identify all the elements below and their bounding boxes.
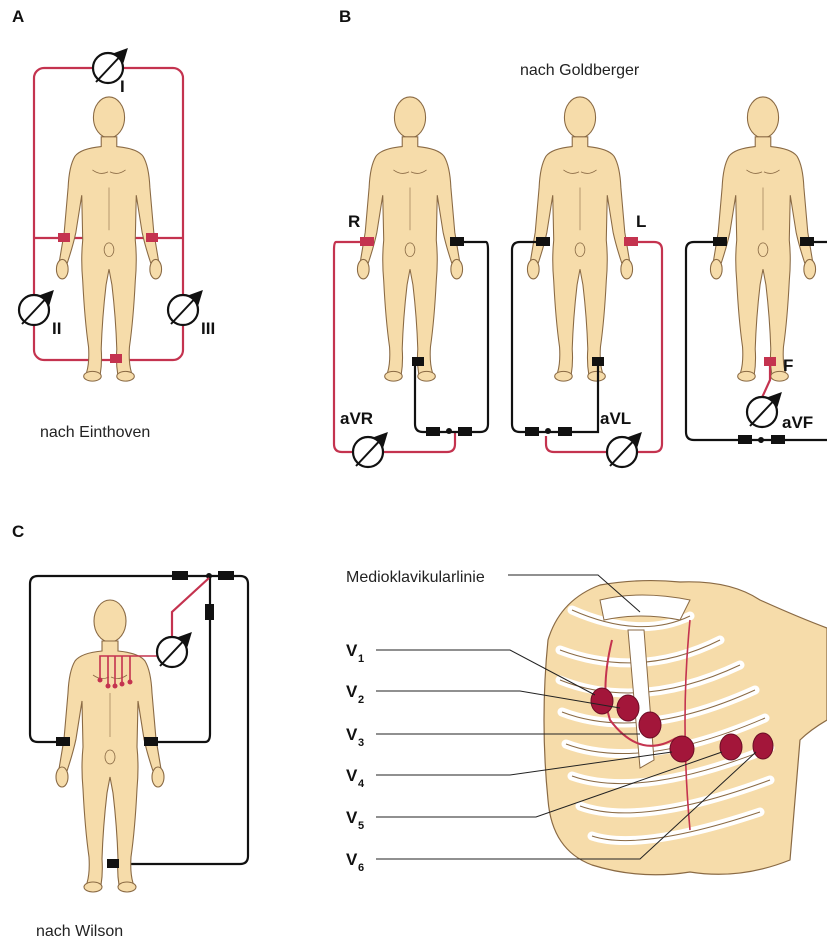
avr-resistor-2: [458, 427, 472, 436]
panel-c: C nach Wilson: [12, 522, 827, 939]
avr-electrode-r: [360, 237, 374, 246]
electrode-v2: [617, 695, 639, 721]
avf-resistor-1: [738, 435, 752, 444]
v1-sub: 1: [358, 653, 364, 665]
wilson-red-wire-upper: [172, 578, 209, 640]
v4-label: V 4: [346, 766, 365, 790]
electrode-f-label: F: [783, 356, 793, 375]
electrode-v6: [753, 733, 773, 759]
v5-label: V 5: [346, 808, 364, 832]
avr-resistor-1: [426, 427, 440, 436]
avf-junction: [758, 437, 764, 443]
wilson-electrode-r: [56, 737, 70, 746]
avf-electrode-l: [800, 237, 814, 246]
electrode-l-label: L: [636, 212, 646, 231]
galvanometer-avl: [607, 434, 640, 467]
lead-i-label: I: [120, 77, 125, 96]
wilson-chest-dot-3: [113, 684, 118, 689]
v3-main: V: [346, 725, 358, 744]
wilson-chest-dot-2: [106, 684, 111, 689]
v1-label: V 1: [346, 641, 364, 665]
v6-main: V: [346, 850, 358, 869]
electrode-v1: [591, 688, 613, 714]
v2-main: V: [346, 682, 358, 701]
avf-electrode-f: [764, 357, 776, 366]
v6-sub: 6: [358, 862, 364, 874]
galvanometer-avr: [353, 434, 386, 467]
v1-main: V: [346, 641, 358, 660]
title-goldberger: nach Goldberger: [520, 62, 640, 79]
v3-label: V 3: [346, 725, 364, 749]
v6-label: V 6: [346, 850, 364, 874]
electrode-v5: [720, 734, 742, 760]
avf-resistor-2: [771, 435, 785, 444]
electrode-r-label: R: [348, 212, 360, 231]
wilson-outer-wire: [30, 576, 248, 864]
wilson-resistor-vertical: [205, 604, 214, 620]
caption-wilson: nach Wilson: [36, 923, 123, 939]
wilson-electrode-l: [144, 737, 158, 746]
thorax-illustration: [544, 581, 827, 875]
lead-avr-label: aVR: [340, 409, 373, 428]
lead-iii-label: III: [201, 319, 215, 338]
panel-a: A I II III nach Einthoven: [12, 7, 215, 441]
avl-resistor-1: [525, 427, 539, 436]
avl-electrode-f: [592, 357, 604, 366]
wilson-chest-dot-4: [120, 682, 125, 687]
v5-main: V: [346, 808, 358, 827]
galvanometer-lead-ii: [19, 292, 52, 325]
electrode-v3: [639, 712, 661, 738]
v4-sub: 4: [358, 778, 365, 790]
wilson-chest-dot-5: [128, 680, 133, 685]
lead-ii-label: II: [52, 319, 61, 338]
v2-sub: 2: [358, 694, 364, 706]
avl-junction: [545, 428, 551, 434]
galvanometer-wilson: [157, 634, 190, 667]
avr-junction: [446, 428, 452, 434]
v2-label: V 2: [346, 682, 364, 706]
v5-sub: 5: [358, 820, 364, 832]
wilson-resistor-top-2: [218, 571, 234, 580]
avr-electrode-f: [412, 357, 424, 366]
electrode-left-leg: [110, 354, 122, 363]
panel-c-letter: C: [12, 522, 24, 541]
panel-b: B nach Goldberger R aVR L aVL: [334, 7, 827, 467]
panel-a-letter: A: [12, 7, 24, 26]
avl-electrode-r: [536, 237, 550, 246]
v3-sub: 3: [358, 737, 364, 749]
avr-electrode-l: [450, 237, 464, 246]
wilson-electrode-f: [107, 859, 119, 868]
galvanometer-avf: [747, 394, 780, 427]
avl-resistor-2: [558, 427, 572, 436]
galvanometer-lead-iii: [168, 292, 201, 325]
electrode-right-arm: [58, 233, 70, 242]
lead-avl-label: aVL: [600, 409, 631, 428]
panel-b-letter: B: [339, 7, 351, 26]
wilson-chest-dot-1: [98, 678, 103, 683]
mcl-label: Medioklavikularlinie: [346, 569, 485, 586]
v4-main: V: [346, 766, 358, 785]
caption-einthoven: nach Einthoven: [40, 424, 150, 441]
body-figure-a: [56, 97, 161, 381]
electrode-left-arm: [146, 233, 158, 242]
lead-avf-label: aVF: [782, 413, 813, 432]
avl-electrode-l: [624, 237, 638, 246]
electrode-v4: [670, 736, 694, 762]
wilson-resistor-top-1: [172, 571, 188, 580]
avf-electrode-r: [713, 237, 727, 246]
